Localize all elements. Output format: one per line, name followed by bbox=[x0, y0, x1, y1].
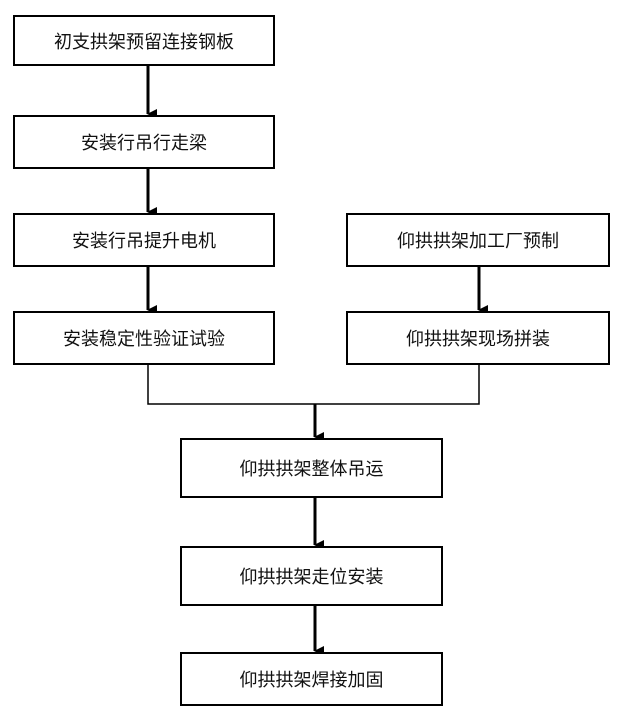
step-box-3: 安装行吊提升电机 bbox=[13, 213, 275, 267]
step-label-7: 仰拱拱架整体吊运 bbox=[239, 459, 384, 480]
step-box-7: 仰拱拱架整体吊运 bbox=[180, 438, 443, 498]
step-label-4: 安装稳定性验证试验 bbox=[63, 329, 225, 350]
step-box-4: 安装稳定性验证试验 bbox=[13, 311, 275, 365]
merge-line-left bbox=[147, 365, 315, 405]
step-label-6: 仰拱拱架现场拼装 bbox=[406, 329, 550, 350]
step-box-6: 仰拱拱架现场拼装 bbox=[346, 311, 610, 365]
step-box-2: 安装行吊行走梁 bbox=[13, 115, 275, 169]
step-label-3: 安装行吊提升电机 bbox=[72, 231, 216, 252]
step-label-9: 仰拱拱架焊接加固 bbox=[239, 670, 384, 691]
step-box-5: 仰拱拱架加工厂预制 bbox=[346, 213, 610, 267]
merge-line-right bbox=[315, 365, 480, 405]
step-label-8: 仰拱拱架走位安装 bbox=[239, 567, 384, 588]
step-label-1: 初支拱架预留连接钢板 bbox=[54, 31, 234, 53]
step-box-1: 初支拱架预留连接钢板 bbox=[13, 15, 275, 66]
step-box-9: 仰拱拱架焊接加固 bbox=[180, 652, 443, 706]
step-label-5: 仰拱拱架加工厂预制 bbox=[397, 231, 559, 252]
step-box-8: 仰拱拱架走位安装 bbox=[180, 546, 443, 606]
step-label-2: 安装行吊行走梁 bbox=[81, 133, 207, 154]
